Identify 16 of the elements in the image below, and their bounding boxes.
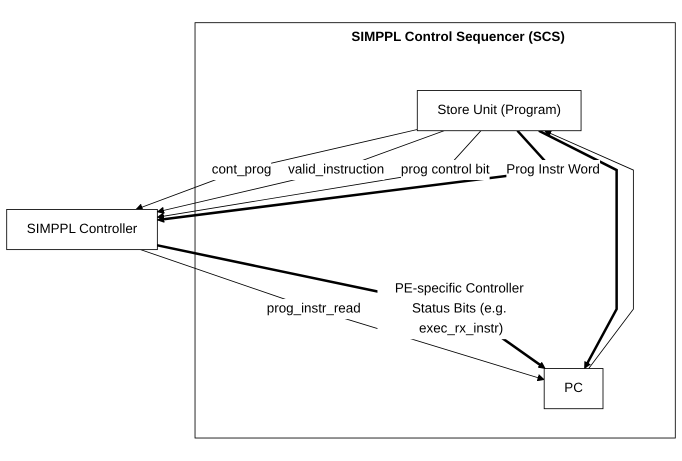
- edge-label: prog_instr_read: [266, 302, 361, 316]
- arrow: [136, 129, 418, 211]
- arrow: [157, 130, 444, 214]
- edge-label: valid_instruction: [288, 162, 384, 177]
- edge-label: Prog Instr Word: [506, 162, 600, 177]
- arrow: [544, 130, 634, 370]
- node-box: SIMPPL Controller: [6, 209, 158, 250]
- node-box: PC: [544, 368, 604, 410]
- edge-label: prog control bit: [400, 162, 490, 177]
- arrow: [538, 130, 618, 369]
- node-box: Store Unit (Program): [416, 90, 582, 132]
- arrow: [157, 130, 482, 220]
- arrow: [157, 244, 546, 369]
- arrow: [140, 249, 545, 382]
- edge-label: cont_prog: [212, 162, 272, 177]
- edge-label: PE-specific Controller Status Bits (e.g. exec_rx_instr): [394, 282, 524, 336]
